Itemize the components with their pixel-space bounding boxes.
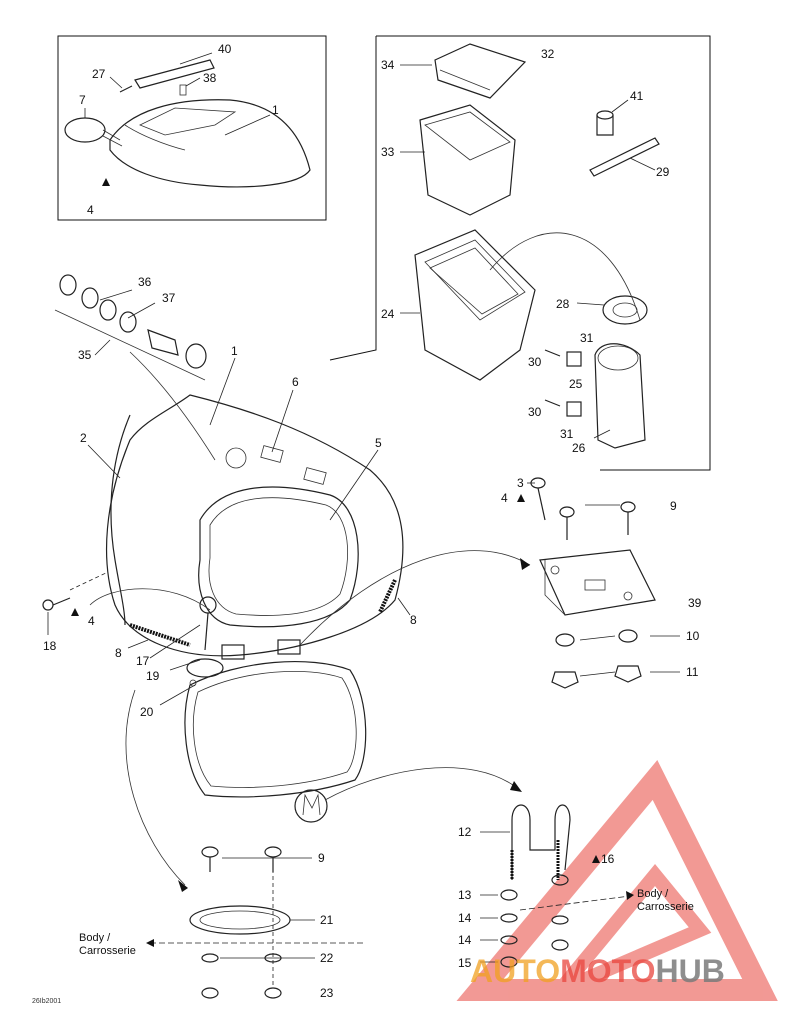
callout-9b: 9 [318, 851, 325, 865]
watermark-text: AUTOMOTOHUB [470, 953, 725, 989]
callout-9a: 9 [670, 499, 677, 513]
watermark-hub: HUB [655, 953, 724, 989]
callout-35: 35 [78, 348, 92, 362]
callout-25: 25 [569, 377, 583, 391]
detail-circle [294, 789, 328, 823]
u-bolt [500, 804, 600, 968]
drawing-code: 26Ib2001 [32, 998, 61, 1005]
callout-14b: 14 [458, 933, 472, 947]
callout-27: 27 [92, 67, 106, 81]
latch-assembly [186, 596, 301, 687]
clip-25b [566, 401, 582, 417]
callout-4c: 4 [88, 614, 95, 628]
callout-40: 40 [218, 42, 232, 56]
watermark-logo [456, 760, 778, 1001]
callout-20: 20 [140, 705, 154, 719]
callout-18: 18 [43, 639, 57, 653]
callout-5: 5 [375, 436, 382, 450]
callout-38: 38 [203, 71, 217, 85]
body-note-left-line2: Carrosserie [79, 945, 136, 957]
receptacle-assembly [594, 295, 648, 449]
assembly-arrows [69, 550, 634, 947]
callout-11: 11 [686, 665, 699, 679]
callout-33: 33 [381, 145, 395, 159]
storage-lid [434, 43, 527, 99]
callout-3: 3 [517, 476, 524, 490]
callout-31a: 31 [580, 331, 594, 345]
callout-15: 15 [458, 956, 472, 970]
body-note-right-line2: Carrosserie [637, 901, 694, 913]
callout-32: 32 [541, 47, 555, 61]
callout-34: 34 [381, 58, 395, 72]
window-seal [184, 660, 367, 798]
callout-7: 7 [79, 93, 86, 107]
callout-36: 36 [138, 275, 152, 289]
callout-4a: 4 [87, 203, 94, 217]
callout-29: 29 [656, 165, 670, 179]
callout-13: 13 [458, 888, 472, 902]
weatherstrip-a [129, 623, 191, 647]
grommet-kit [54, 274, 207, 381]
body-note-left-line1: Body / [79, 932, 111, 944]
callout-19: 19 [146, 669, 160, 683]
callout-8b: 8 [410, 613, 417, 627]
callout-23: 23 [320, 986, 334, 1000]
leader-lines [47, 52, 680, 985]
callout-39: 39 [688, 596, 702, 610]
callout-8a: 8 [115, 646, 122, 660]
body-note-right-line1: Body / [637, 888, 669, 900]
callout-30a: 30 [528, 355, 542, 369]
inset-hood-assembly [64, 59, 311, 188]
callout-4b: 4 [501, 491, 508, 505]
inset-frame [57, 35, 327, 221]
callout-16: 16 [601, 852, 615, 866]
storage-box [419, 104, 516, 216]
callout-26: 26 [572, 441, 586, 455]
callout-41: 41 [630, 89, 644, 103]
callout-21: 21 [320, 913, 334, 927]
callout-14a: 14 [458, 911, 472, 925]
hinge-bracket [539, 549, 656, 616]
callout-30b: 30 [528, 405, 542, 419]
main-hood [105, 351, 404, 657]
clip-25a [566, 351, 582, 367]
callout-1b: 1 [231, 344, 238, 358]
callout-24: 24 [381, 307, 395, 321]
callout-2: 2 [80, 431, 87, 445]
tub-arc [489, 232, 641, 321]
callout-12: 12 [458, 825, 472, 839]
storage-frame-left [329, 36, 377, 361]
storage-tub [414, 229, 536, 381]
callout-1a: 1 [272, 103, 279, 117]
storage-frame-right [376, 35, 711, 471]
hardware-stack-left [189, 846, 291, 999]
screw-18 [42, 597, 79, 616]
watermark-auto: AUTO [470, 953, 560, 989]
callout-28: 28 [556, 297, 570, 311]
callout-17: 17 [136, 654, 150, 668]
callout-6: 6 [292, 375, 299, 389]
callout-10: 10 [686, 629, 700, 643]
screws-top-right [517, 477, 636, 540]
callout-labels: 40 27 38 7 1 4 34 32 33 41 29 24 28 31 3… [43, 42, 702, 1000]
callout-22: 22 [320, 951, 334, 965]
callout-37: 37 [162, 291, 176, 305]
callout-31b: 31 [560, 427, 574, 441]
watermark-moto: MOTO [560, 953, 655, 989]
pin-parts [589, 110, 660, 177]
washers-nuts-right [551, 629, 642, 689]
